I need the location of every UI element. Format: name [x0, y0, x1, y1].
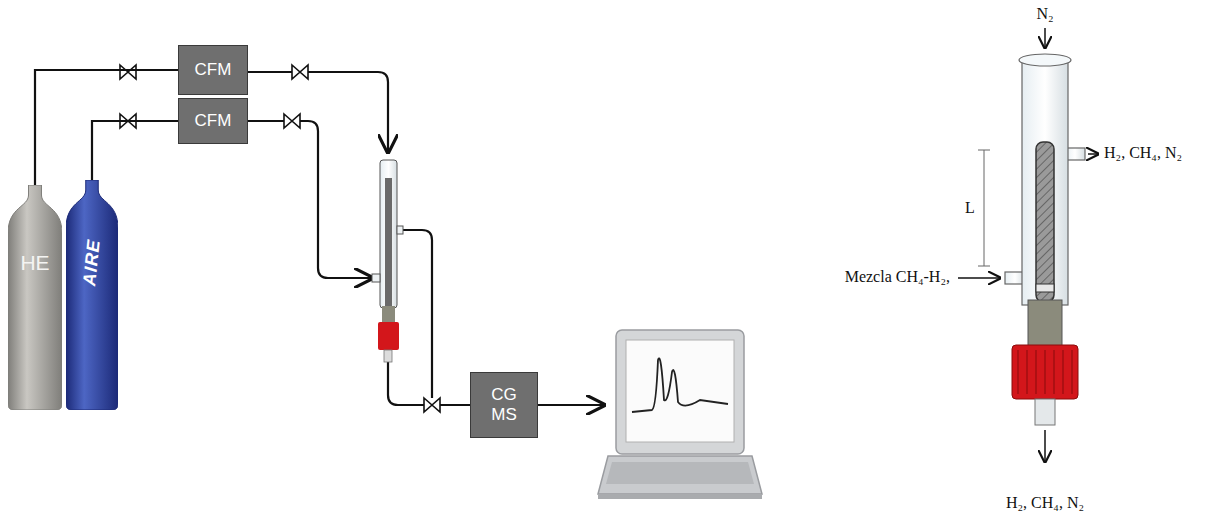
cylinder-shape: [8, 185, 62, 410]
gas-lines: [248, 72, 604, 405]
reactor-fitting: [382, 306, 395, 322]
valve-symbol: [292, 65, 308, 79]
cylinder-body: [8, 185, 62, 410]
laptop-screen: [626, 340, 734, 442]
rod-band: [1036, 284, 1054, 292]
laptop-base: [598, 456, 762, 494]
laptop-keyboard: [606, 462, 754, 484]
dimension-line: [984, 150, 985, 266]
reactor-inlet: [372, 274, 380, 282]
instrument-box: CG MS: [470, 372, 538, 438]
outlet-line: [388, 362, 470, 405]
gas-cylinder: AIRE: [66, 180, 118, 410]
outer-tube: [1022, 60, 1068, 305]
dimension-label: L: [965, 198, 975, 217]
flow-arrow: [958, 277, 1000, 279]
chromatogram: [632, 358, 728, 412]
gas-line: [35, 70, 178, 185]
gas-line: [248, 121, 372, 278]
reactor-detail: [958, 28, 1098, 462]
reactor-rod: [385, 178, 392, 306]
valves: [120, 65, 440, 412]
flow-arrow: [1088, 153, 1098, 155]
small-reactor: [372, 160, 403, 362]
laptop-lid: [616, 330, 744, 454]
instrument-box: CFM: [178, 45, 248, 95]
fitting: [1028, 300, 1062, 346]
valve-symbol: [120, 65, 136, 79]
cap-ridges: [1018, 350, 1072, 394]
reactor-outlet: [397, 226, 403, 234]
outlet-line: [398, 230, 432, 398]
cap-ridge: [1035, 350, 1037, 394]
catalyst-rod: [1036, 142, 1054, 302]
cap-ridge: [1044, 350, 1046, 394]
stream-label: N₂: [1036, 4, 1053, 23]
flow-arrow: [1044, 28, 1046, 48]
laptop: [598, 330, 762, 499]
tube-lip: [1019, 54, 1071, 66]
cylinder-label: HE: [8, 251, 62, 275]
reactor-cap: [378, 322, 399, 350]
dimension-tick: [978, 266, 990, 267]
gas-line: [92, 121, 178, 180]
cap-ridge: [1053, 350, 1055, 394]
laptop-edge: [598, 494, 762, 499]
cap-ridge: [1026, 350, 1028, 394]
gas-cylinder: HE: [8, 185, 62, 410]
flow-arrow: [1044, 430, 1046, 462]
stream-label: H₂, CH₄, N₂: [1104, 143, 1182, 162]
red-cap: [1012, 345, 1078, 399]
instrument-name: CFM: [195, 60, 232, 80]
reactor-tube: [380, 160, 397, 308]
cap-ridge: [1062, 350, 1064, 394]
cylinder-body: [66, 180, 118, 410]
valve-symbol: [284, 114, 300, 128]
instrument-name: CFM: [195, 111, 232, 131]
cap-ridge: [1071, 350, 1073, 394]
instrument-box: CFM: [178, 98, 248, 144]
cylinder-shape: [66, 180, 118, 410]
instrument-name: CG MS: [491, 385, 517, 424]
bottom-tip: [1035, 399, 1055, 425]
reactor-tip: [384, 350, 392, 362]
stream-label: Mezcla CH₄-H₂,: [845, 267, 950, 286]
dimension-tick: [978, 150, 990, 151]
signal-line: [538, 404, 604, 406]
cap-ridge: [1017, 350, 1019, 394]
stream-label: H₂, CH₄, N₂: [1006, 493, 1084, 512]
length-bracket: [978, 150, 990, 266]
valve-symbol: [424, 398, 440, 412]
